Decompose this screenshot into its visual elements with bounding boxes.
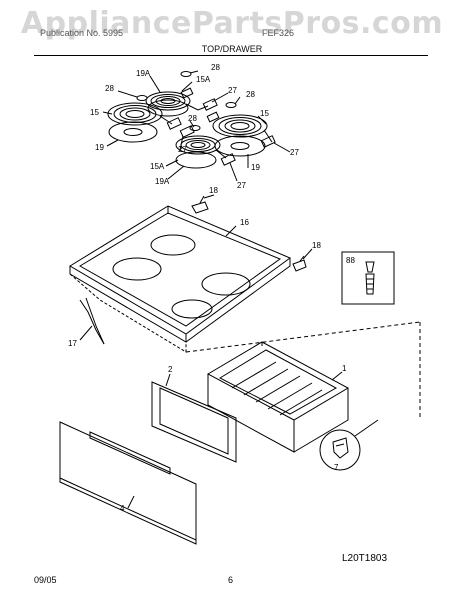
page-number: 6 bbox=[228, 575, 234, 585]
callout-27: 27 bbox=[228, 86, 237, 95]
callout-28: 28 bbox=[211, 63, 220, 72]
callout-27: 27 bbox=[178, 145, 187, 154]
model-number: FEF326 bbox=[262, 28, 295, 38]
callout-28: 28 bbox=[188, 114, 197, 123]
callout-28: 28 bbox=[105, 84, 114, 93]
callout-17: 17 bbox=[68, 339, 77, 348]
callout-2: 2 bbox=[168, 365, 173, 374]
callout-15: 15 bbox=[90, 108, 99, 117]
header-rule bbox=[34, 55, 428, 56]
callout-4: 4 bbox=[120, 504, 125, 513]
callout-1: 1 bbox=[342, 364, 347, 373]
callout-18: 18 bbox=[209, 186, 218, 195]
main-top bbox=[69, 205, 292, 353]
clip-right bbox=[292, 255, 307, 272]
watermark: AppliancePartsPros.com bbox=[20, 6, 444, 41]
callout-15: 15 bbox=[260, 109, 269, 118]
drawer-panel bbox=[59, 421, 197, 545]
clip-top bbox=[191, 195, 209, 214]
callout-27: 27 bbox=[290, 148, 299, 157]
drawer-box bbox=[206, 341, 350, 453]
callout-19a: 19A bbox=[155, 177, 170, 186]
callout-15a: 15A bbox=[150, 162, 165, 171]
callout-19: 19 bbox=[251, 163, 260, 172]
callout-18: 18 bbox=[312, 241, 321, 250]
footer-date: 09/05 bbox=[34, 575, 57, 585]
surface-element-left bbox=[107, 102, 195, 143]
callout-16: 16 bbox=[240, 218, 249, 227]
inset-box-88 bbox=[341, 251, 395, 305]
drawer-glide bbox=[332, 437, 349, 459]
callout-88: 88 bbox=[346, 256, 355, 265]
surface-element-right bbox=[206, 111, 276, 157]
callout-7: 7 bbox=[334, 463, 339, 472]
section-title: TOP/DRAWER bbox=[201, 44, 263, 54]
callout-15a: 15A bbox=[196, 75, 211, 84]
illustration-reference-code: L20T1803 bbox=[342, 553, 388, 564]
callout-28: 28 bbox=[246, 90, 255, 99]
callout-27: 27 bbox=[237, 181, 246, 190]
callout-19: 19 bbox=[95, 143, 104, 152]
anti-tip-bracket bbox=[79, 297, 105, 345]
inset-circle-7 bbox=[319, 429, 361, 471]
surface-element-top-left bbox=[145, 87, 218, 117]
drawer-frame bbox=[151, 381, 237, 463]
leveling-leg bbox=[365, 261, 375, 295]
trim-cap bbox=[180, 71, 192, 77]
callout-19a: 19A bbox=[136, 69, 151, 78]
publication-number: Publication No. 5995 bbox=[40, 28, 124, 38]
